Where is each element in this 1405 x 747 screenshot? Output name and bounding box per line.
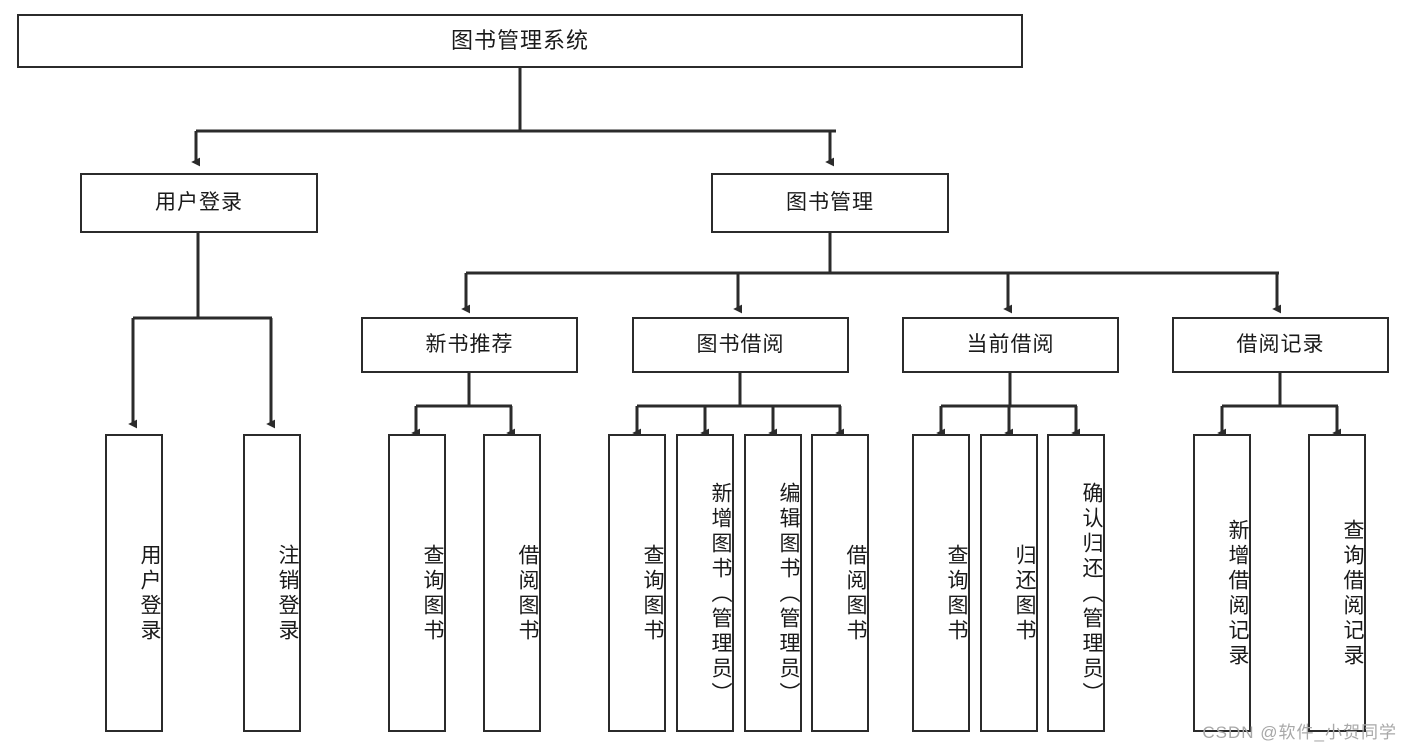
leaf-label: 新增图书（管理员） <box>709 481 732 707</box>
leaf-borrow-books-1[interactable]: 借阅图书 <box>483 434 541 732</box>
leaf-logout-login[interactable]: 注销登录 <box>243 434 301 732</box>
leaf-user-login[interactable]: 用户登录 <box>105 434 163 732</box>
leaf-label: 查询图书 <box>641 544 664 644</box>
leaf-label: 查询图书 <box>945 544 968 644</box>
node-root-system[interactable]: 图书管理系统 <box>17 14 1023 68</box>
leaf-confirm-return[interactable]: 确认归还（管理员） <box>1047 434 1105 732</box>
leaf-label: 借阅图书 <box>844 544 867 644</box>
leaf-label: 注销登录 <box>276 544 299 644</box>
node-new-book-recommend[interactable]: 新书推荐 <box>361 317 578 373</box>
leaf-label: 归还图书 <box>1013 544 1036 644</box>
leaf-label: 查询借阅记录 <box>1341 519 1364 669</box>
node-current-borrow[interactable]: 当前借阅 <box>902 317 1119 373</box>
node-book-management[interactable]: 图书管理 <box>711 173 949 233</box>
leaf-label: 借阅图书 <box>516 544 539 644</box>
csdn-watermark: CSDN @软件_小贺同学 <box>1202 723 1397 742</box>
leaf-return-book[interactable]: 归还图书 <box>980 434 1038 732</box>
leaf-add-book[interactable]: 新增图书（管理员） <box>676 434 734 732</box>
leaf-query-record[interactable]: 查询借阅记录 <box>1308 434 1366 732</box>
leaf-label: 用户登录 <box>138 544 161 644</box>
leaf-borrow-books-2[interactable]: 借阅图书 <box>811 434 869 732</box>
leaf-label: 查询图书 <box>421 544 444 644</box>
leaf-query-books-3[interactable]: 查询图书 <box>912 434 970 732</box>
leaf-add-record[interactable]: 新增借阅记录 <box>1193 434 1251 732</box>
leaf-query-books-2[interactable]: 查询图书 <box>608 434 666 732</box>
node-book-borrow[interactable]: 图书借阅 <box>632 317 849 373</box>
node-user-login[interactable]: 用户登录 <box>80 173 318 233</box>
node-borrow-record[interactable]: 借阅记录 <box>1172 317 1389 373</box>
leaf-edit-book[interactable]: 编辑图书（管理员） <box>744 434 802 732</box>
leaf-query-books-1[interactable]: 查询图书 <box>388 434 446 732</box>
leaf-label: 新增借阅记录 <box>1226 519 1249 669</box>
leaf-label: 编辑图书（管理员） <box>777 481 800 707</box>
leaf-label: 确认归还（管理员） <box>1080 481 1103 707</box>
